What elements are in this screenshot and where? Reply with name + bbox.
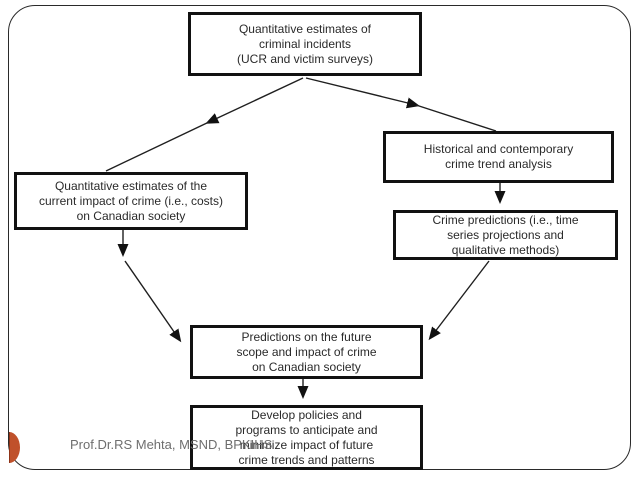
node-historical-trend-analysis: Historical and contemporary crime trend … bbox=[383, 131, 614, 183]
node-current-impact-estimates: Quantitative estimates of the current im… bbox=[14, 172, 248, 230]
accent-crescent-shape bbox=[9, 432, 20, 463]
footer-credit: Prof.Dr.RS Mehta, MSND, BPKIHS bbox=[70, 437, 273, 452]
node-crime-predictions: Crime predictions (i.e., time series pro… bbox=[393, 210, 618, 260]
node-quantitative-incidents: Quantitative estimates of criminal incid… bbox=[188, 12, 422, 76]
node-future-scope-predictions: Predictions on the future scope and impa… bbox=[190, 325, 423, 379]
node-develop-policies: Develop policies and programs to anticip… bbox=[190, 405, 423, 470]
